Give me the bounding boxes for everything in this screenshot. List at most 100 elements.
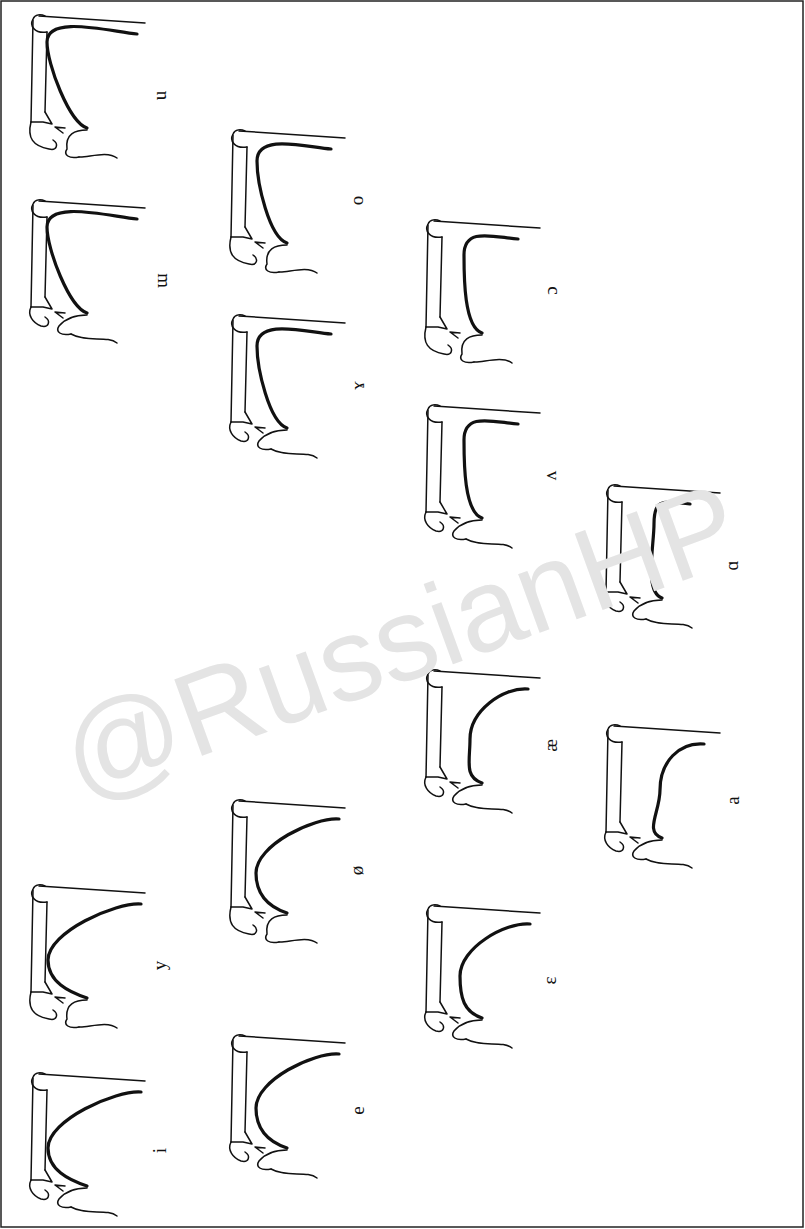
palate-outer <box>231 805 233 907</box>
velum-hook <box>32 1073 47 1091</box>
lower-lip <box>633 840 662 860</box>
vowel-symbol: i <box>151 1147 170 1152</box>
lower-teeth <box>450 782 460 788</box>
velum-hook <box>32 200 47 218</box>
palate-inner <box>440 422 442 502</box>
lower-lip <box>66 1000 87 1028</box>
palate-outer <box>606 730 608 832</box>
lower-teeth <box>255 427 265 433</box>
vocal-tract-figure <box>425 905 540 1048</box>
vocal-tract-figure <box>30 1073 145 1216</box>
lower-lip <box>58 315 87 335</box>
palate-outer <box>231 1040 233 1142</box>
upper-teeth <box>426 767 447 779</box>
pharynx-wall <box>39 886 145 893</box>
vocal-tract-figure <box>30 15 145 158</box>
velum-hook <box>427 220 442 238</box>
jaw-line <box>71 1207 117 1216</box>
velum-hook <box>427 905 442 923</box>
pharynx-wall <box>39 1074 145 1081</box>
tongue-contour <box>47 26 137 128</box>
palate-inner <box>620 742 622 822</box>
pharynx-wall <box>239 801 345 808</box>
upper-lip <box>425 512 444 531</box>
velum-hook <box>32 15 47 33</box>
vowel-symbol: ɯ <box>151 273 170 288</box>
palate-outer <box>31 890 33 992</box>
palate-outer <box>426 225 428 327</box>
vowel-symbol: ʌ <box>541 470 560 480</box>
pharynx-wall <box>434 221 540 228</box>
lower-teeth <box>55 997 65 1003</box>
upper-teeth <box>231 227 252 239</box>
tongue-contour <box>257 329 331 428</box>
pharynx-wall <box>239 131 345 138</box>
vocal-tract-figure <box>30 885 145 1028</box>
palate-inner <box>440 687 442 767</box>
tongue-contour <box>257 144 331 243</box>
lower-teeth <box>450 1017 460 1023</box>
upper-lip <box>425 777 444 796</box>
tongue-contour <box>47 211 137 313</box>
upper-lip <box>30 122 57 149</box>
vowel-symbol: u <box>151 90 170 100</box>
pharynx-wall <box>239 1036 345 1043</box>
upper-lip <box>30 1180 49 1199</box>
palate-outer <box>31 1078 33 1180</box>
lower-lip <box>66 130 87 158</box>
palate-outer <box>31 20 33 122</box>
velum-hook <box>32 885 47 903</box>
lower-lip <box>453 785 482 805</box>
lower-lip <box>461 335 482 363</box>
upper-teeth <box>31 112 52 124</box>
lower-teeth <box>255 242 265 248</box>
lower-teeth <box>255 1147 265 1153</box>
vocal-tract-figure <box>425 220 540 363</box>
palate-inner <box>45 1090 47 1170</box>
tongue-contour <box>469 689 528 783</box>
jaw-line <box>466 1039 512 1048</box>
pharynx-wall <box>434 406 540 413</box>
lower-teeth <box>55 1185 65 1191</box>
lower-lip <box>453 520 482 540</box>
vocal-tract-figure <box>230 800 345 943</box>
pharynx-wall <box>239 316 345 323</box>
upper-teeth <box>606 822 627 834</box>
velum-hook <box>232 130 247 148</box>
upper-lip <box>30 992 57 1019</box>
palate-inner <box>245 332 247 412</box>
upper-lip <box>230 237 257 264</box>
velum-hook <box>232 800 247 818</box>
pharynx-wall <box>434 906 540 913</box>
lower-teeth <box>450 332 460 338</box>
tongue-contour <box>464 236 518 333</box>
upper-teeth <box>231 897 252 909</box>
vocal-tract-figure <box>230 315 345 458</box>
vowel-symbol: a <box>723 796 742 804</box>
upper-teeth <box>231 1132 252 1144</box>
palate-outer <box>231 135 233 237</box>
tongue-contour <box>48 904 141 998</box>
jaw-line <box>279 269 317 273</box>
tongue-contour <box>48 1092 141 1186</box>
pharynx-wall <box>39 201 145 208</box>
jaw-line <box>279 939 317 943</box>
vowel-symbol: ɔ <box>541 286 560 294</box>
palate-inner <box>440 922 442 1002</box>
palate-outer <box>31 205 33 307</box>
upper-teeth <box>426 317 447 329</box>
lower-teeth <box>255 912 265 918</box>
jaw-line <box>271 449 317 458</box>
upper-lip <box>230 1142 249 1161</box>
pharynx-wall <box>39 16 145 23</box>
tongue-contour <box>256 1054 339 1148</box>
vowel-symbol: e <box>348 1106 367 1114</box>
vowel-symbol: ɛ <box>540 976 559 984</box>
vowel-symbol: ø <box>348 865 367 875</box>
velum-hook <box>607 725 622 743</box>
jaw-line <box>646 619 692 628</box>
lower-teeth <box>55 312 65 318</box>
vocal-tract-figure <box>230 130 345 273</box>
